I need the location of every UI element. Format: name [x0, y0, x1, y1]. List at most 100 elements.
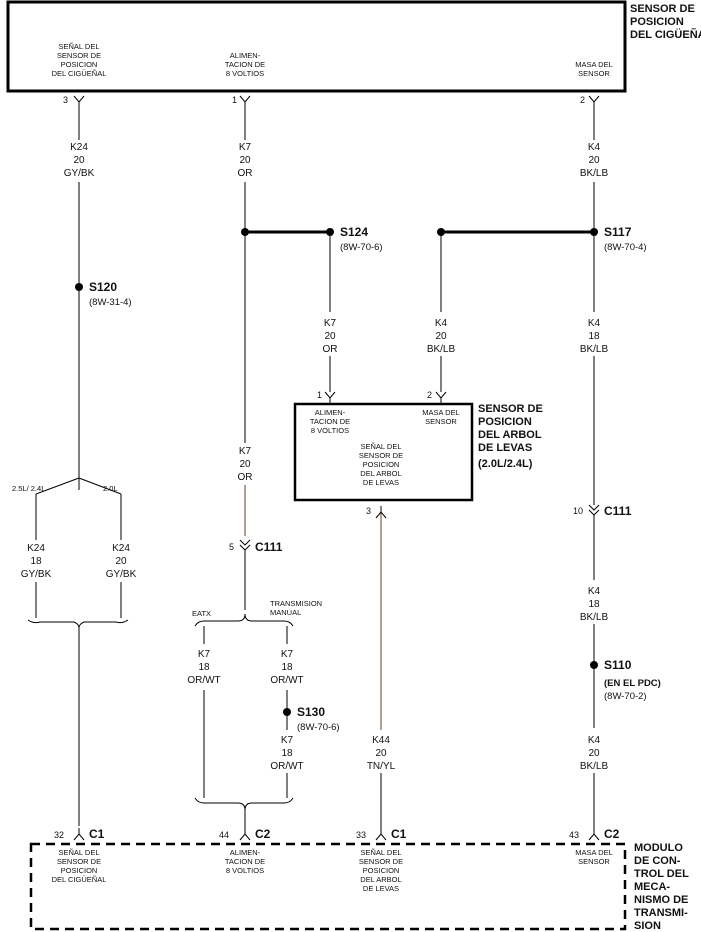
wire-label: 20: [588, 155, 600, 166]
module-pin-label: POSICION: [61, 866, 98, 875]
wire-label: 18: [588, 599, 600, 610]
module-pin-numbers: 32 C1 44 C2 33 C1 43 C2: [54, 827, 620, 841]
wire-label: K4: [588, 318, 601, 329]
cam-pin-supply-label: TACION DE: [310, 417, 350, 426]
crank-pin-supply-label: 8 VOLTIOS: [226, 69, 264, 78]
module-pin-label: SENSOR DE: [57, 857, 101, 866]
crank-pin-ground-label: SENSOR: [578, 69, 610, 78]
terminal-icon: [324, 391, 336, 404]
wire-label: 20: [324, 331, 336, 342]
terminal-icon: [73, 95, 85, 108]
module-pin-label: SENSOR DE: [359, 857, 403, 866]
module-title-line: MODULO: [634, 842, 683, 854]
splice-dot: [326, 228, 334, 236]
wire-label: K24: [27, 543, 45, 554]
module-title-line: NISMO DE: [634, 894, 688, 906]
wire-label: K7: [324, 318, 337, 329]
terminal-icon: [588, 95, 600, 108]
splice-dot: [283, 708, 291, 716]
splice-s130-ref: (8W-70-6): [297, 722, 340, 733]
cam-sensor-title: SENSOR DE POSICION DEL ARBOL DE LEVAS (2…: [478, 403, 543, 470]
module-pin-label: POSICION: [363, 866, 400, 875]
module-pin-label: DEL CIGÜEÑAL: [52, 875, 107, 884]
cam-pin-signal-label: POSICION: [363, 460, 400, 469]
wire-label: GY/BK: [106, 569, 137, 580]
wire-label: K7: [281, 649, 294, 660]
wire-label: 18: [588, 331, 600, 342]
wire-label: 18: [281, 662, 293, 673]
cam-pin-number: 2: [427, 390, 432, 400]
c111-left-label: C111: [255, 540, 283, 554]
wire-label: OR: [323, 344, 338, 355]
splice-dot: [590, 228, 598, 236]
splice-s120-label: S120: [89, 280, 117, 294]
cam-sensor-box: [293, 402, 474, 502]
splice-s124-ref: (8W-70-6): [340, 242, 383, 253]
cam-sensor-title-line: POSICION: [478, 416, 532, 428]
wire-label: OR/WT: [187, 675, 220, 686]
wire-label: K7: [198, 649, 211, 660]
module-title-line: DE CON-: [634, 855, 681, 867]
splice-s120-ref: (8W-31-4): [89, 297, 132, 308]
c111-right-label: C111: [604, 504, 632, 518]
terminal-icon: [239, 95, 251, 108]
wire-label: K4: [588, 142, 601, 153]
wire-label: BK/LB: [580, 612, 609, 623]
wire-label: K7: [239, 142, 252, 153]
module-pin-label: TACION DE: [225, 857, 265, 866]
cam-pin-signal-label: SENSOR DE: [359, 451, 403, 460]
module-pin-label: DE LEVAS: [363, 884, 399, 893]
wire-label: BK/LB: [580, 168, 609, 179]
wire-label: OR/WT: [270, 761, 303, 772]
wire-label: 18: [30, 556, 42, 567]
crank-pin-signal-label: POSICION: [61, 60, 98, 69]
crank-sensor-box: [6, 0, 627, 93]
module-pin-number: 32: [54, 830, 64, 840]
splice-s130-label: S130: [297, 705, 325, 719]
cam-pin-number: 3: [366, 506, 371, 516]
splice-s110-ref: (8W-70-2): [604, 691, 647, 702]
splice-dots: [75, 228, 598, 716]
c111-connectors: 5 C111 10 C111: [229, 504, 632, 554]
module-pin-labels: SEÑAL DEL SENSOR DE POSICION DEL CIGÜEÑA…: [52, 848, 613, 893]
cam-sensor-title-line: (2.0L/2.4L): [478, 458, 533, 470]
wire-labels: K24 20 GY/BK K7 20 OR K4 20 BK/LB K7 20 …: [21, 142, 609, 772]
splice-s110-sub: (EN EL PDC): [604, 678, 661, 689]
wire-label: K4: [588, 735, 601, 746]
splice-s117-ref: (8W-70-4): [604, 242, 647, 253]
module-pin-label: SENSOR: [578, 857, 610, 866]
crank-pin-labels: SEÑAL DEL SENSOR DE POSICION DEL CIGÜEÑA…: [52, 42, 613, 78]
splice-labels: S124 (8W-70-6) S117 (8W-70-4) S120 (8W-3…: [89, 225, 661, 733]
wire-label: K4: [435, 318, 448, 329]
crank-pin-ground-label: MASA DEL: [575, 60, 613, 69]
module-title-line: SION: [634, 920, 661, 932]
module-pin-number: 43: [569, 830, 579, 840]
c111-right-pin: 10: [573, 506, 583, 516]
module-pin-label: 8 VOLTIOS: [226, 866, 264, 875]
wire-label: K24: [70, 142, 88, 153]
wire-label: K4: [588, 586, 601, 597]
cam-pin-ground-label: SENSOR: [425, 417, 457, 426]
wire-label: BK/LB: [580, 761, 609, 772]
module-connector-label: C2: [255, 827, 271, 841]
module-box: [29, 842, 627, 931]
wire-label: GY/BK: [64, 168, 95, 179]
wire-label: K7: [239, 446, 252, 457]
crank-sensor-title: SENSOR DE POSICION DEL CIGÜEÑAL: [630, 3, 701, 41]
terminal-icon: [239, 828, 251, 841]
module-connector-label: C2: [604, 827, 620, 841]
cam-pin-signal-label: DEL ARBOL: [360, 469, 401, 478]
crank-pin-number: 1: [232, 95, 237, 105]
branch-label-25l: 2.5L/ 2.4L: [12, 484, 45, 493]
terminal-icon: [375, 506, 387, 519]
module-pin-label: ALIMEN-: [230, 848, 261, 857]
branch-label-manual: TRANSMISION: [270, 599, 322, 608]
wire-label: 20: [239, 155, 251, 166]
crank-pin-supply-label: ALIMEN-: [230, 51, 261, 60]
cam-sensor-title-line: DE LEVAS: [478, 442, 532, 454]
wire-label: 20: [73, 155, 85, 166]
cam-pin-ground-label: MASA DEL: [422, 408, 460, 417]
branch-label-manual: MANUAL: [270, 608, 301, 617]
wire-label: OR/WT: [270, 675, 303, 686]
